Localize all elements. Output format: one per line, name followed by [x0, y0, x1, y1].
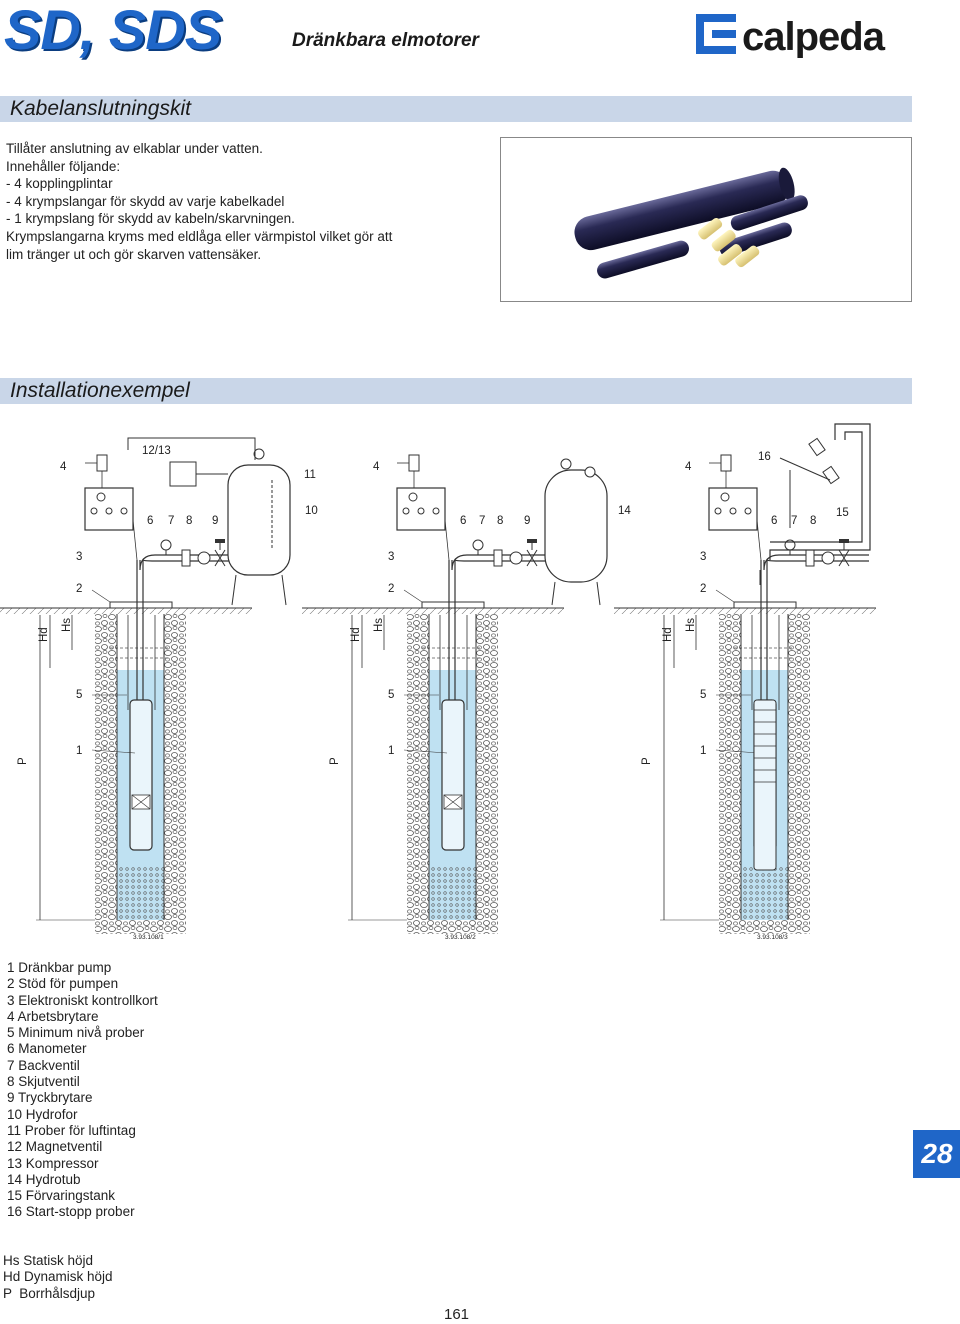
diagram-callout-label: 1 [76, 745, 82, 757]
kit-line: lim tränger ut och gör skarven vattensäk… [6, 246, 262, 262]
panel-code-2: 3.93.108/2 [445, 934, 476, 941]
diagram-callout-label: 12/13 [142, 445, 171, 457]
cable-kit-photo [500, 137, 912, 302]
series-title: SD, SDS [4, 0, 222, 61]
diagram-callout-label: 8 [186, 515, 192, 527]
diagram-callout-label: 2 [388, 583, 394, 595]
diagram-callout-label: 3 [700, 551, 706, 563]
legend-item: 5 Minimum nivå prober [7, 1025, 145, 1041]
diagram-callout-label: P [641, 757, 653, 765]
legend-item: 13 Kompressor [7, 1155, 99, 1171]
legend-item: 2 Stöd för pumpen [7, 976, 119, 992]
calpeda-logo: calpeda [696, 14, 887, 58]
panel-code-3: 3.93.108/3 [757, 934, 788, 941]
page-number: 161 [444, 1306, 470, 1323]
kit-line: - 4 krympslangar för skydd av varje kabe… [6, 193, 285, 209]
diagram-callout-label: 2 [76, 583, 82, 595]
diagram-callout-label: 6 [771, 515, 777, 527]
section-header-kit: Kabelanslutningskit [0, 96, 912, 122]
diagram-callout-label: 10 [305, 505, 318, 517]
diagram-callout-label: 8 [497, 515, 503, 527]
diagram-callout-label: 5 [76, 689, 82, 701]
logo-text: calpeda [742, 15, 886, 58]
component-legend: 1 Dränkbar pump 2 Stöd för pumpen 3 Elek… [7, 960, 158, 1221]
diagram-callout-label: 4 [685, 461, 692, 473]
abbreviation-legend: Hs Statisk höjd Hd Dynamisk höjd P Borrh… [3, 1253, 113, 1302]
diagram-callout-label: 7 [791, 515, 797, 527]
diagram-callout-label: 5 [388, 689, 394, 701]
diagram-callout-label: Hd [38, 627, 50, 642]
legend-item: 9 Tryckbrytare [7, 1090, 93, 1106]
diagram-callout-label: 6 [460, 515, 466, 527]
legend-item: 7 Backventil [7, 1057, 80, 1073]
diagram-callout-label: 15 [836, 507, 849, 519]
diagram-callout-label: Hs [373, 618, 385, 632]
abbreviation-item: P Borrhålsdjup [3, 1285, 96, 1301]
kit-line: - 4 kopplingplintar [6, 176, 113, 192]
legend-item: 11 Prober för luftintag [7, 1122, 136, 1138]
storage-tank-pipe-3 [759, 423, 871, 585]
diagram-callout-label: 7 [168, 515, 174, 527]
diagram-callout-label: 14 [618, 505, 631, 517]
diagram-callout-label: 11 [304, 469, 316, 481]
section-badge-number: 28 [921, 1138, 953, 1169]
diagram-callout-label: 1 [388, 745, 394, 757]
diagram-callout-label: 5 [700, 689, 706, 701]
section-header-install: Installationexempel [0, 378, 912, 404]
hydrotub-tank-2 [544, 458, 608, 606]
kit-line: Tillåter anslutning av elkablar under va… [6, 141, 263, 156]
diagram-callout-label: Hs [61, 618, 73, 632]
diagram-callout-label: 3 [76, 551, 82, 563]
diagram-callout-label: 6 [147, 515, 153, 527]
legend-item: 16 Start-stopp prober [7, 1204, 135, 1220]
hydrofor-tank-1 [127, 437, 291, 606]
diagram-callout-label: 4 [60, 461, 67, 473]
legend-item: 10 Hydrofor [7, 1106, 78, 1122]
diagram-callout-label: 7 [479, 515, 485, 527]
abbreviation-item: Hs Statisk höjd [3, 1253, 94, 1268]
diagram-callout-label: 8 [810, 515, 816, 527]
installation-diagram: 4 12/13 11 10 6 7 8 9 3 2 5 1 Hd Hs P 3.… [0, 423, 877, 941]
legend-item: 14 Hydrotub [7, 1171, 81, 1187]
section-title-install: Installationexempel [10, 379, 190, 402]
diagram-callout-label: 9 [524, 515, 530, 527]
kit-line: - 1 krympslang för skydd av kabeln/skarv… [6, 211, 295, 227]
diagram-callout-label: 2 [700, 583, 706, 595]
page-subtitle: Dränkbara elmotorer [292, 30, 479, 51]
kit-line: Innehåller följande: [6, 158, 121, 174]
kit-description: Tillåter anslutning av elkablar under va… [6, 140, 436, 263]
legend-item: 1 Dränkbar pump [7, 960, 112, 975]
legend-item: 15 Förvaringstank [7, 1188, 116, 1204]
kit-line: Krympslangarna kryms med eldlåga eller v… [6, 228, 393, 244]
panel-code-1: 3.93.108/1 [133, 934, 164, 941]
diagram-callout-label: 9 [212, 515, 218, 527]
installation-panel-3 [613, 454, 877, 935]
diagram-callout-label: 4 [373, 461, 380, 473]
diagram-callout-label: Hd [662, 627, 674, 642]
multistage-pump-3 [753, 699, 777, 871]
legend-item: 3 Elektroniskt kontrollkort [7, 992, 158, 1008]
legend-item: 6 Manometer [7, 1041, 87, 1057]
diagram-callout-label: P [17, 757, 29, 765]
diagram-callout-label: P [329, 757, 341, 765]
legend-item: 12 Magnetventil [7, 1139, 103, 1155]
diagram-callout-label: 16 [758, 451, 771, 463]
legend-item: 8 Skjutventil [7, 1074, 80, 1090]
diagram-callout-label: Hs [685, 618, 697, 632]
abbreviation-item: Hd Dynamisk höjd [3, 1269, 113, 1285]
legend-item: 4 Arbetsbrytare [7, 1008, 99, 1024]
section-badge: 28 [913, 1130, 960, 1178]
diagram-callout-label: Hd [350, 627, 362, 642]
diagram-callout-label: 3 [388, 551, 394, 563]
diagram-callout-label: 1 [700, 745, 706, 757]
section-title-kit: Kabelanslutningskit [10, 97, 191, 120]
